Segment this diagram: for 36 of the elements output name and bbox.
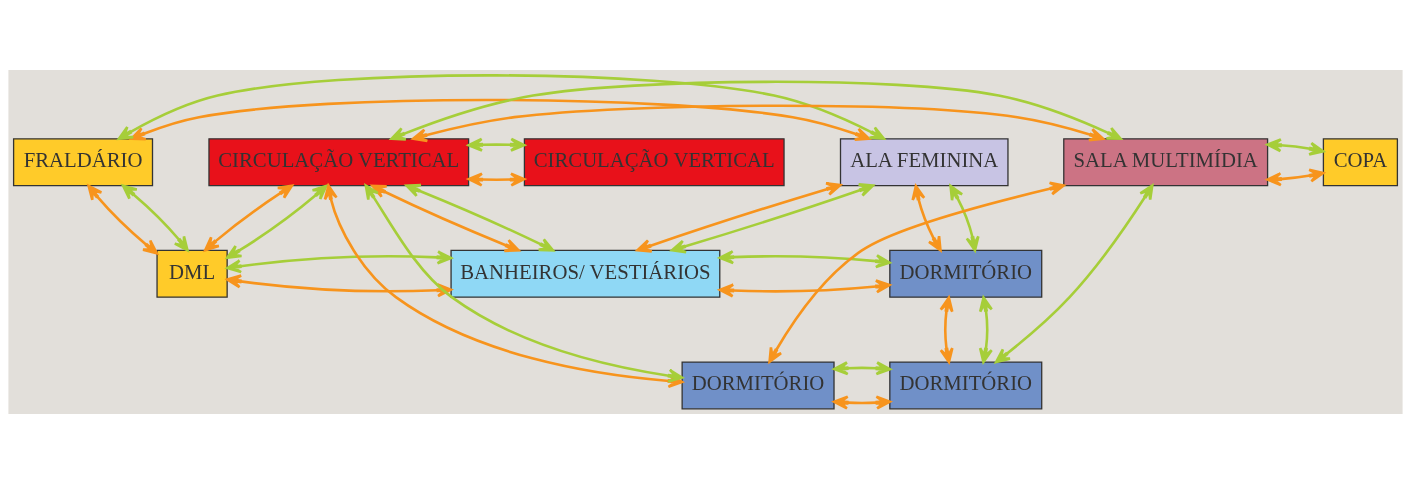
arrow <box>226 249 453 273</box>
arrow <box>371 184 520 252</box>
arrow <box>1266 168 1325 186</box>
arrow <box>203 184 294 251</box>
arrow <box>833 394 892 410</box>
arrow <box>768 181 1065 363</box>
node-box: DORMITÓRIO <box>681 360 835 409</box>
arrow <box>390 80 1122 141</box>
arrow <box>833 360 892 375</box>
node-box: CIRCULAÇÃO VERTICAL <box>523 137 785 186</box>
node-box: BANHEIROS/ VESTIÁRIOS <box>450 249 721 298</box>
node-box: DML <box>156 249 228 298</box>
arrow <box>978 295 993 363</box>
arrow <box>911 184 942 252</box>
node-box: SALA MULTIMÍDIA <box>1063 137 1269 186</box>
arrow <box>636 181 842 253</box>
arrow <box>718 249 891 268</box>
arrow <box>949 184 980 252</box>
arrow <box>939 295 954 363</box>
arrow <box>994 183 1154 363</box>
arrow <box>121 184 189 251</box>
arrow <box>226 184 328 259</box>
node-box: ALA FEMININA <box>839 137 1009 186</box>
arrow <box>1266 137 1325 156</box>
node-box: COPA <box>1322 137 1399 186</box>
node-box: CIRCULAÇÃO VERTICAL <box>208 137 470 186</box>
arrow <box>87 184 159 254</box>
node-box: FRALDÁRIO <box>12 137 154 186</box>
arrow <box>718 278 891 298</box>
arrow <box>670 182 875 254</box>
arrow <box>411 104 1105 142</box>
arrow <box>467 137 526 152</box>
arrow <box>467 171 526 187</box>
node-box: DORMITÓRIO <box>889 249 1043 298</box>
node-box: DORMITÓRIO <box>889 360 1043 409</box>
arrow <box>405 183 555 252</box>
